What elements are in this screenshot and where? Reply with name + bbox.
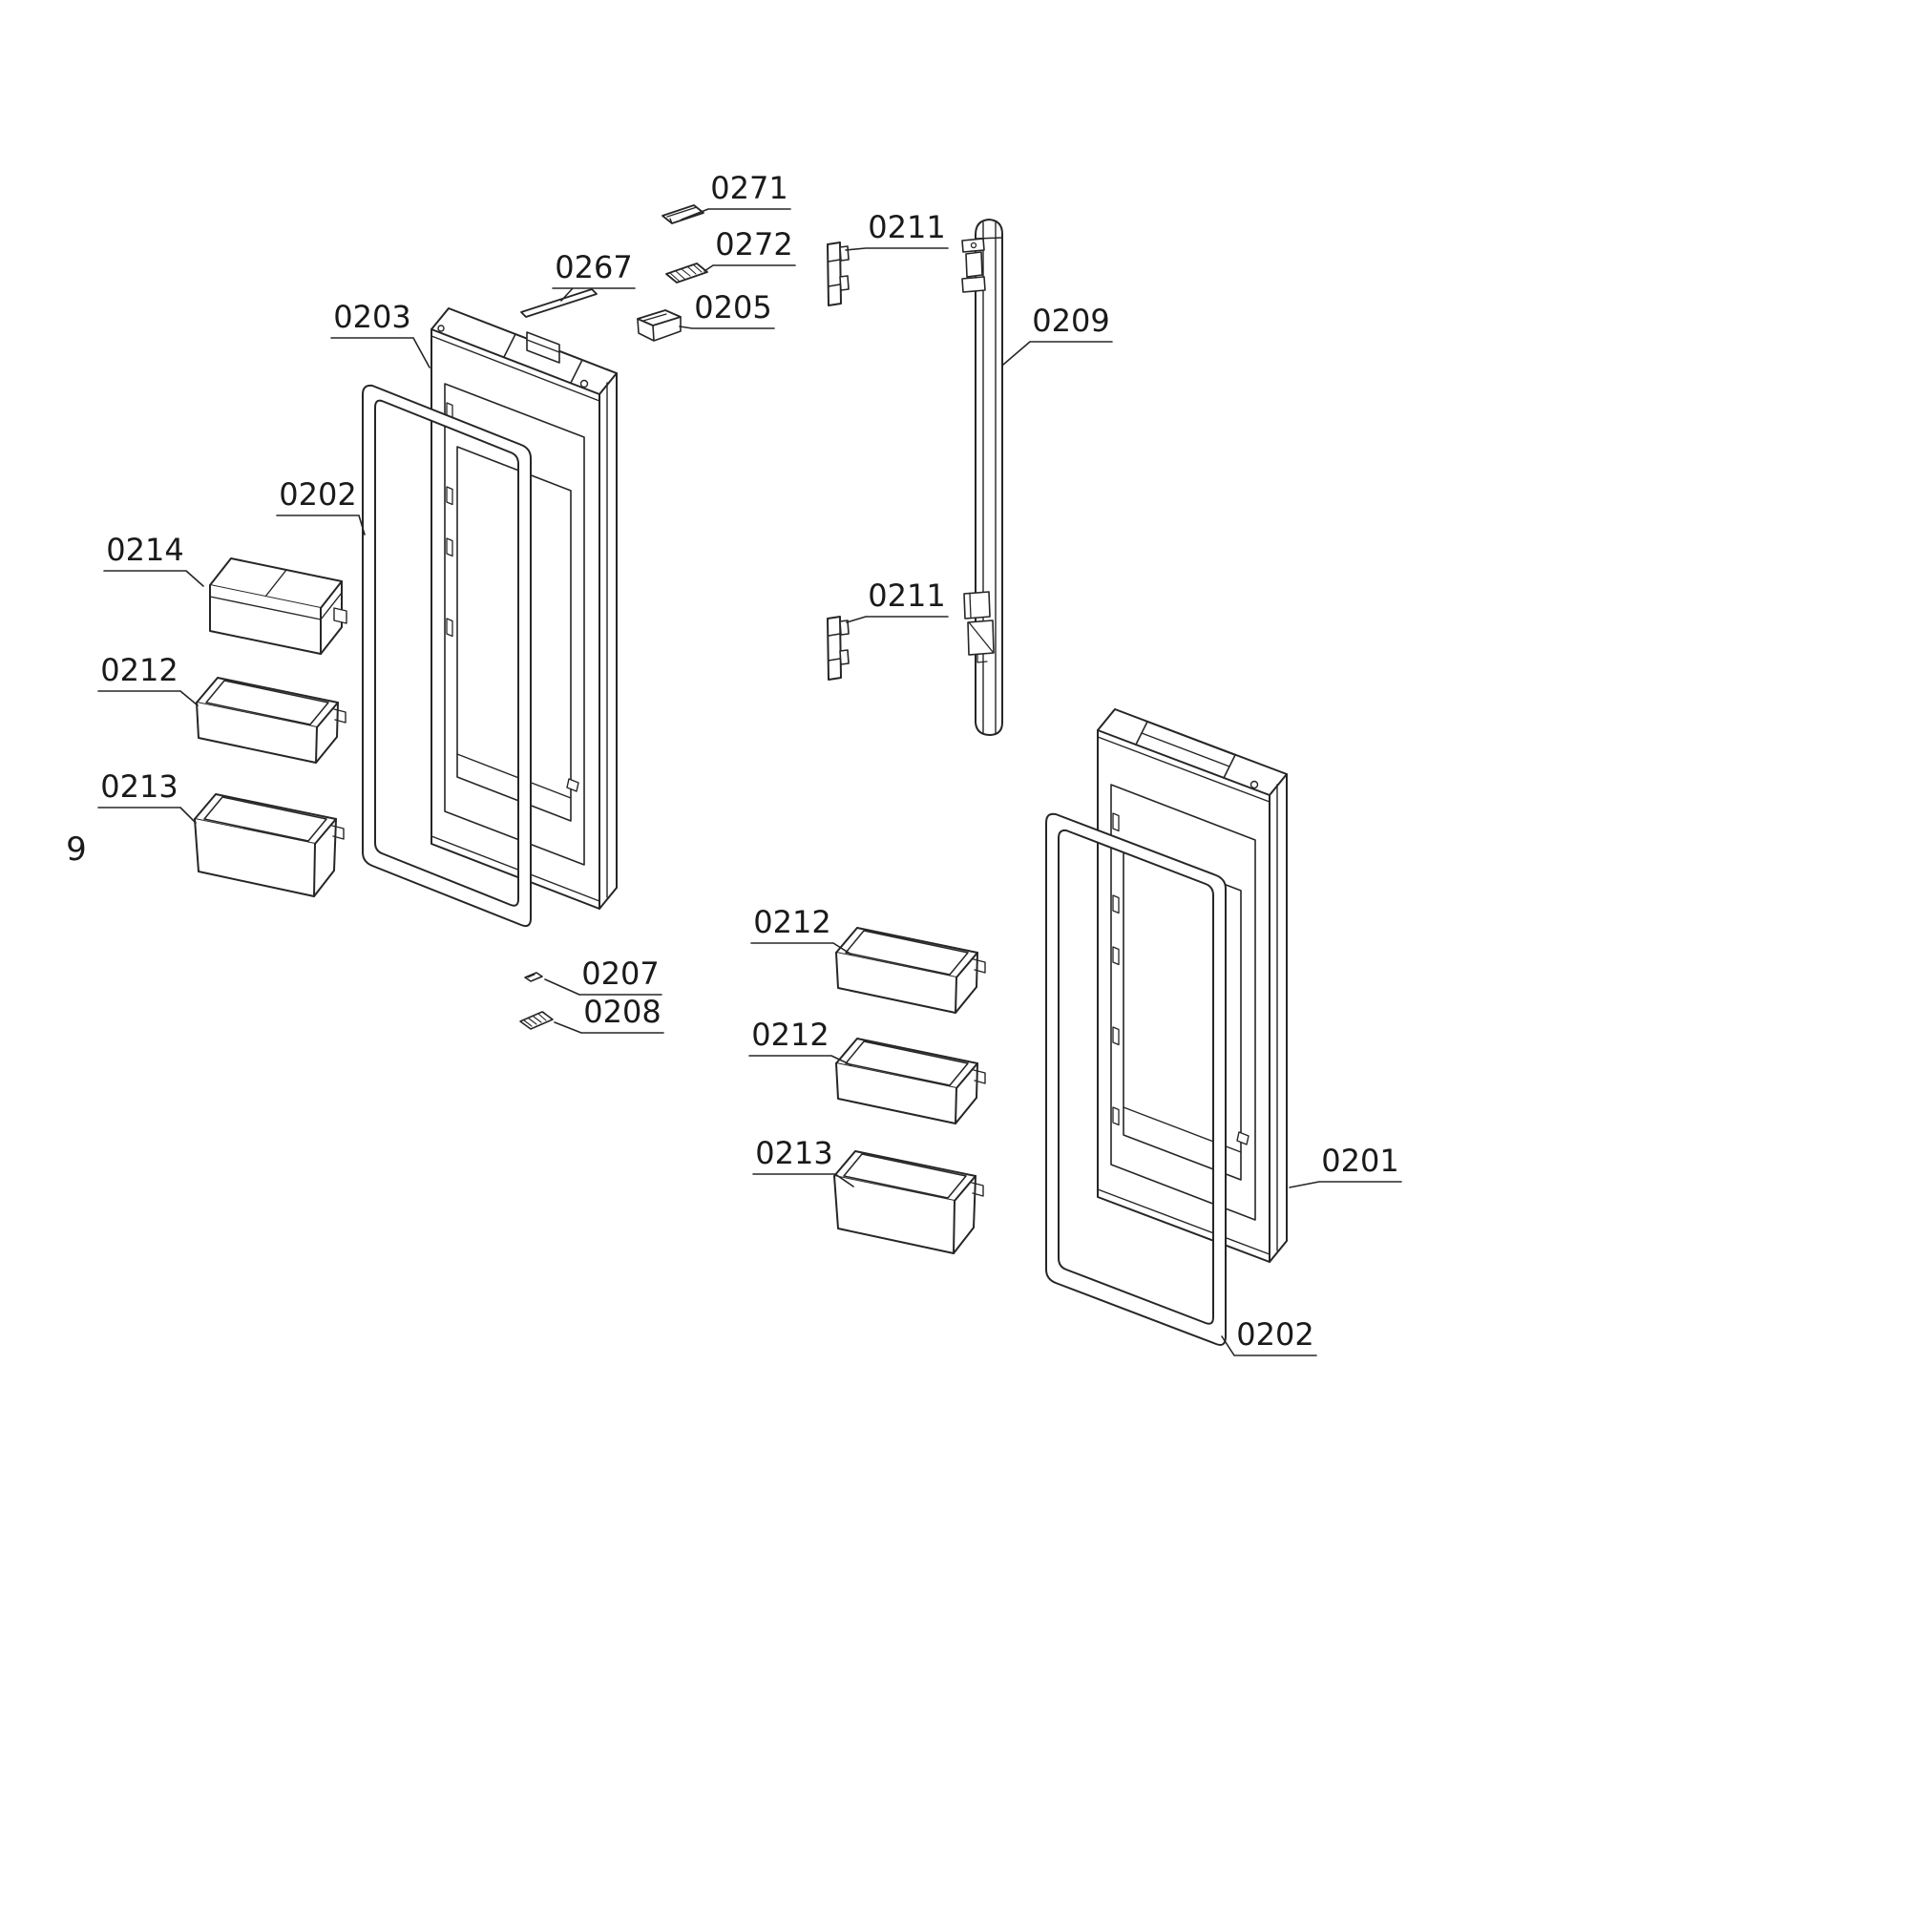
leader-line <box>552 287 636 302</box>
leader-line <box>1002 341 1113 366</box>
cover-strip-part-0271 <box>662 204 704 224</box>
door-latch-detail <box>1236 1131 1250 1145</box>
bin-left-upper <box>196 677 346 764</box>
door-closer-block <box>526 331 560 364</box>
part-number-label: 0208 <box>583 994 661 1030</box>
bin-right-upper <box>835 927 986 1014</box>
connector-part-0208 <box>519 1011 554 1030</box>
part-number-label: 0214 <box>106 532 183 568</box>
bin-right-middle <box>835 1038 986 1124</box>
hinge-pin-hole <box>1250 780 1259 789</box>
part-number-label: 0202 <box>279 476 356 513</box>
page-number: 9 <box>66 830 87 869</box>
door-inner-liner <box>1110 784 1256 1221</box>
bin-right-lower <box>833 1150 984 1254</box>
part-number-label: 0267 <box>555 249 632 285</box>
leader-line <box>704 264 796 272</box>
right-door-panel <box>1097 708 1288 1263</box>
leader-line <box>330 337 430 368</box>
right-door-gasket <box>1045 812 1227 1346</box>
part-number-label: 0201 <box>1321 1143 1398 1179</box>
door-bearing-middle <box>827 616 850 681</box>
part-number-label: 0209 <box>1032 303 1109 339</box>
part-number-label: 0271 <box>710 170 788 206</box>
leader-line <box>679 326 775 329</box>
part-number-label: 0202 <box>1236 1316 1313 1353</box>
part-number-label: 0211 <box>868 209 945 245</box>
rail-lower-hinge-detail <box>963 591 995 663</box>
part-number-label: 0207 <box>581 956 659 992</box>
part-number-label: 0205 <box>694 289 771 326</box>
rail-top-hinge-detail <box>961 238 986 293</box>
leader-line <box>103 570 204 587</box>
leader-line <box>544 978 662 996</box>
grille-insert-part-0272 <box>665 262 708 284</box>
callout-labels: 0271 0272 0267 0203 0205 0211 0209 0202 … <box>66 170 1399 1353</box>
part-number-label: 0212 <box>100 652 178 688</box>
leader-line <box>681 208 791 220</box>
trim-strip-part-0267 <box>520 288 598 318</box>
leader-line <box>554 1021 664 1034</box>
part-number-label: 0211 <box>868 578 945 614</box>
small-cover-part-0205 <box>637 309 682 342</box>
part-number-label: 0203 <box>333 299 410 335</box>
leader-line <box>97 690 199 706</box>
part-number-label: 0272 <box>715 226 792 262</box>
part-number-label: 0213 <box>755 1135 832 1171</box>
part-number-label: 0213 <box>100 768 178 805</box>
bin-left-lower <box>194 793 345 897</box>
hinge-pin-hole <box>437 325 445 332</box>
door-inner-liner <box>444 383 585 866</box>
butter-dish <box>209 557 347 655</box>
shelf-support-slots <box>1112 812 1120 1126</box>
hinge-pin-hole <box>579 379 589 388</box>
part-number-label: 0212 <box>751 1017 829 1053</box>
leader-line <box>752 1173 854 1187</box>
leader-line <box>1289 1181 1402 1188</box>
door-inner-recess <box>456 446 572 822</box>
door-trim-rail <box>961 219 1003 736</box>
left-door-gasket <box>362 384 532 928</box>
part-number-label: 0212 <box>753 904 830 940</box>
door-latch-detail <box>566 778 579 792</box>
leader-line <box>748 1055 852 1066</box>
leader-line <box>845 247 949 251</box>
leader-line <box>97 807 197 824</box>
door-bearing-upper <box>827 242 850 306</box>
leader-line <box>276 514 366 536</box>
leader-line <box>846 616 949 623</box>
callout-leaders <box>97 208 1402 1356</box>
leader-line <box>750 942 852 956</box>
clip-part-0207 <box>524 972 543 982</box>
leader-line <box>1221 1335 1317 1356</box>
